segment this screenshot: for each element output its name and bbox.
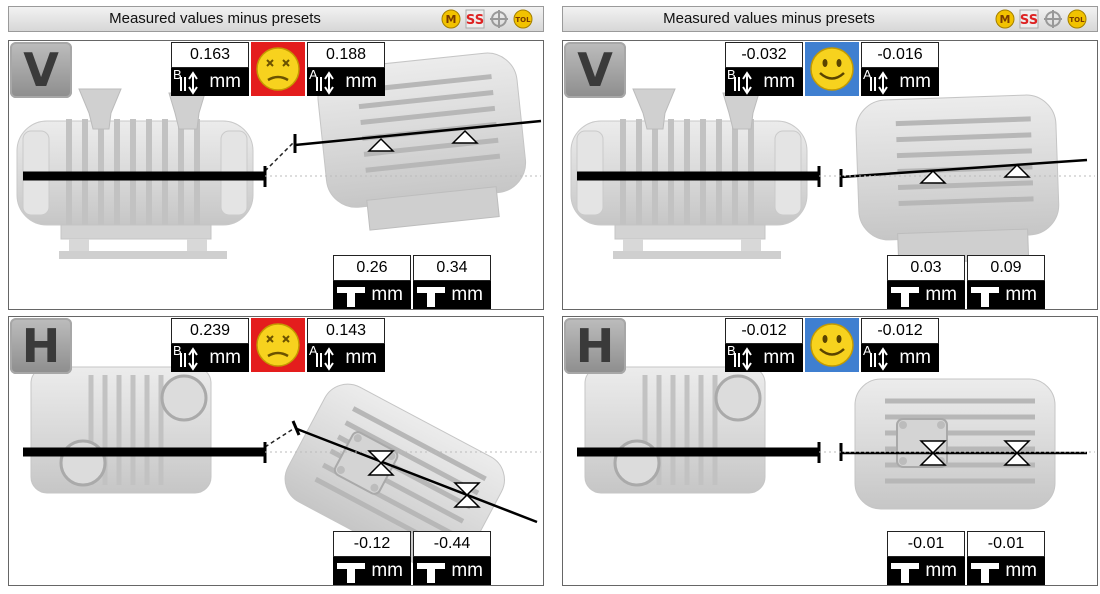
movable-machine [855,94,1061,265]
front-foot-marker [919,440,947,466]
angular-icon [870,348,888,370]
movable-shaft-centerline [296,427,538,524]
rear-foot-marker [453,482,481,508]
screen-left: Measured values minus presets M SS TOL V… [0,0,546,594]
stationary-machine [585,367,765,493]
angular-icon [316,348,334,370]
vertical-machine-graphic [563,41,1095,310]
crosshair-icon[interactable] [489,9,509,29]
tolerance-icon[interactable]: TOL [513,9,533,29]
coupling-offset [264,142,294,172]
foot-icon [337,563,365,583]
status-happy-face-icon [805,318,859,372]
svg-text:M: M [1000,13,1011,26]
softfoot-icon[interactable]: SS [1019,9,1039,29]
status-happy-face-icon [805,42,859,96]
front-foot-value: -0.01 mm [887,531,965,585]
vertical-machine-graphic [9,41,542,310]
front-foot-value: 0.26 mm [333,255,411,309]
status-sad-face-icon [251,42,305,96]
svg-text:TOL: TOL [1069,16,1085,24]
title-bar: Measured values minus presets M SS TOL [562,6,1098,32]
title-bar: Measured values minus presets M SS TOL [8,6,544,32]
tolerance-icon[interactable]: TOL [1067,9,1087,29]
rear-foot-value: -0.01 mm [967,531,1045,585]
horizontal-badge: H [564,318,626,374]
rear-foot-value: 0.09 mm [967,255,1045,309]
vertical-badge: V [10,42,72,98]
title: Measured values minus presets [109,10,321,27]
vertical-badge: V [564,42,626,98]
front-foot-marker [367,450,395,476]
rear-foot-marker [1003,440,1031,466]
svg-text:SS: SS [466,13,484,28]
stationary-machine [31,367,211,493]
softfoot-icon[interactable]: SS [465,9,485,29]
title: Measured values minus presets [663,10,875,27]
rear-foot-value: -0.44 mm [413,531,491,585]
svg-text:SS: SS [1020,13,1038,28]
horizontal-machine-graphic [577,317,1095,586]
front-foot-marker [919,169,947,184]
foot-icon [891,287,919,307]
rear-foot-value: 0.34 mm [413,255,491,309]
crosshair-icon[interactable] [1043,9,1063,29]
rear-foot-marker [451,129,479,144]
foot-icon [417,563,445,583]
screen-right: Measured values minus presets M SS TOL V… [554,0,1100,594]
status-sad-face-icon [251,318,305,372]
front-foot-value: -0.12 mm [333,531,411,585]
rear-foot-marker [1003,163,1031,178]
vertical-offset-icon [180,72,198,94]
measure-mode-icon[interactable]: M [995,9,1015,29]
foot-icon [337,287,365,307]
foot-icon [971,287,999,307]
foot-icon [971,563,999,583]
angular-icon [870,72,888,94]
front-foot-value: 0.03 mm [887,255,965,309]
svg-text:TOL: TOL [515,16,531,24]
foot-icon [891,563,919,583]
horizontal-machine-graphic [23,317,541,586]
offset-icon [180,348,198,370]
measure-mode-icon[interactable]: M [441,9,461,29]
horizontal-badge: H [10,318,72,374]
foot-icon [417,287,445,307]
front-foot-marker [367,137,395,152]
offset-icon [734,72,752,94]
movable-shaft-centerline [840,158,1088,179]
angular-offset-icon [316,72,334,94]
svg-text:M: M [446,13,457,26]
offset-icon [734,348,752,370]
movable-shaft-centerline [294,119,542,147]
